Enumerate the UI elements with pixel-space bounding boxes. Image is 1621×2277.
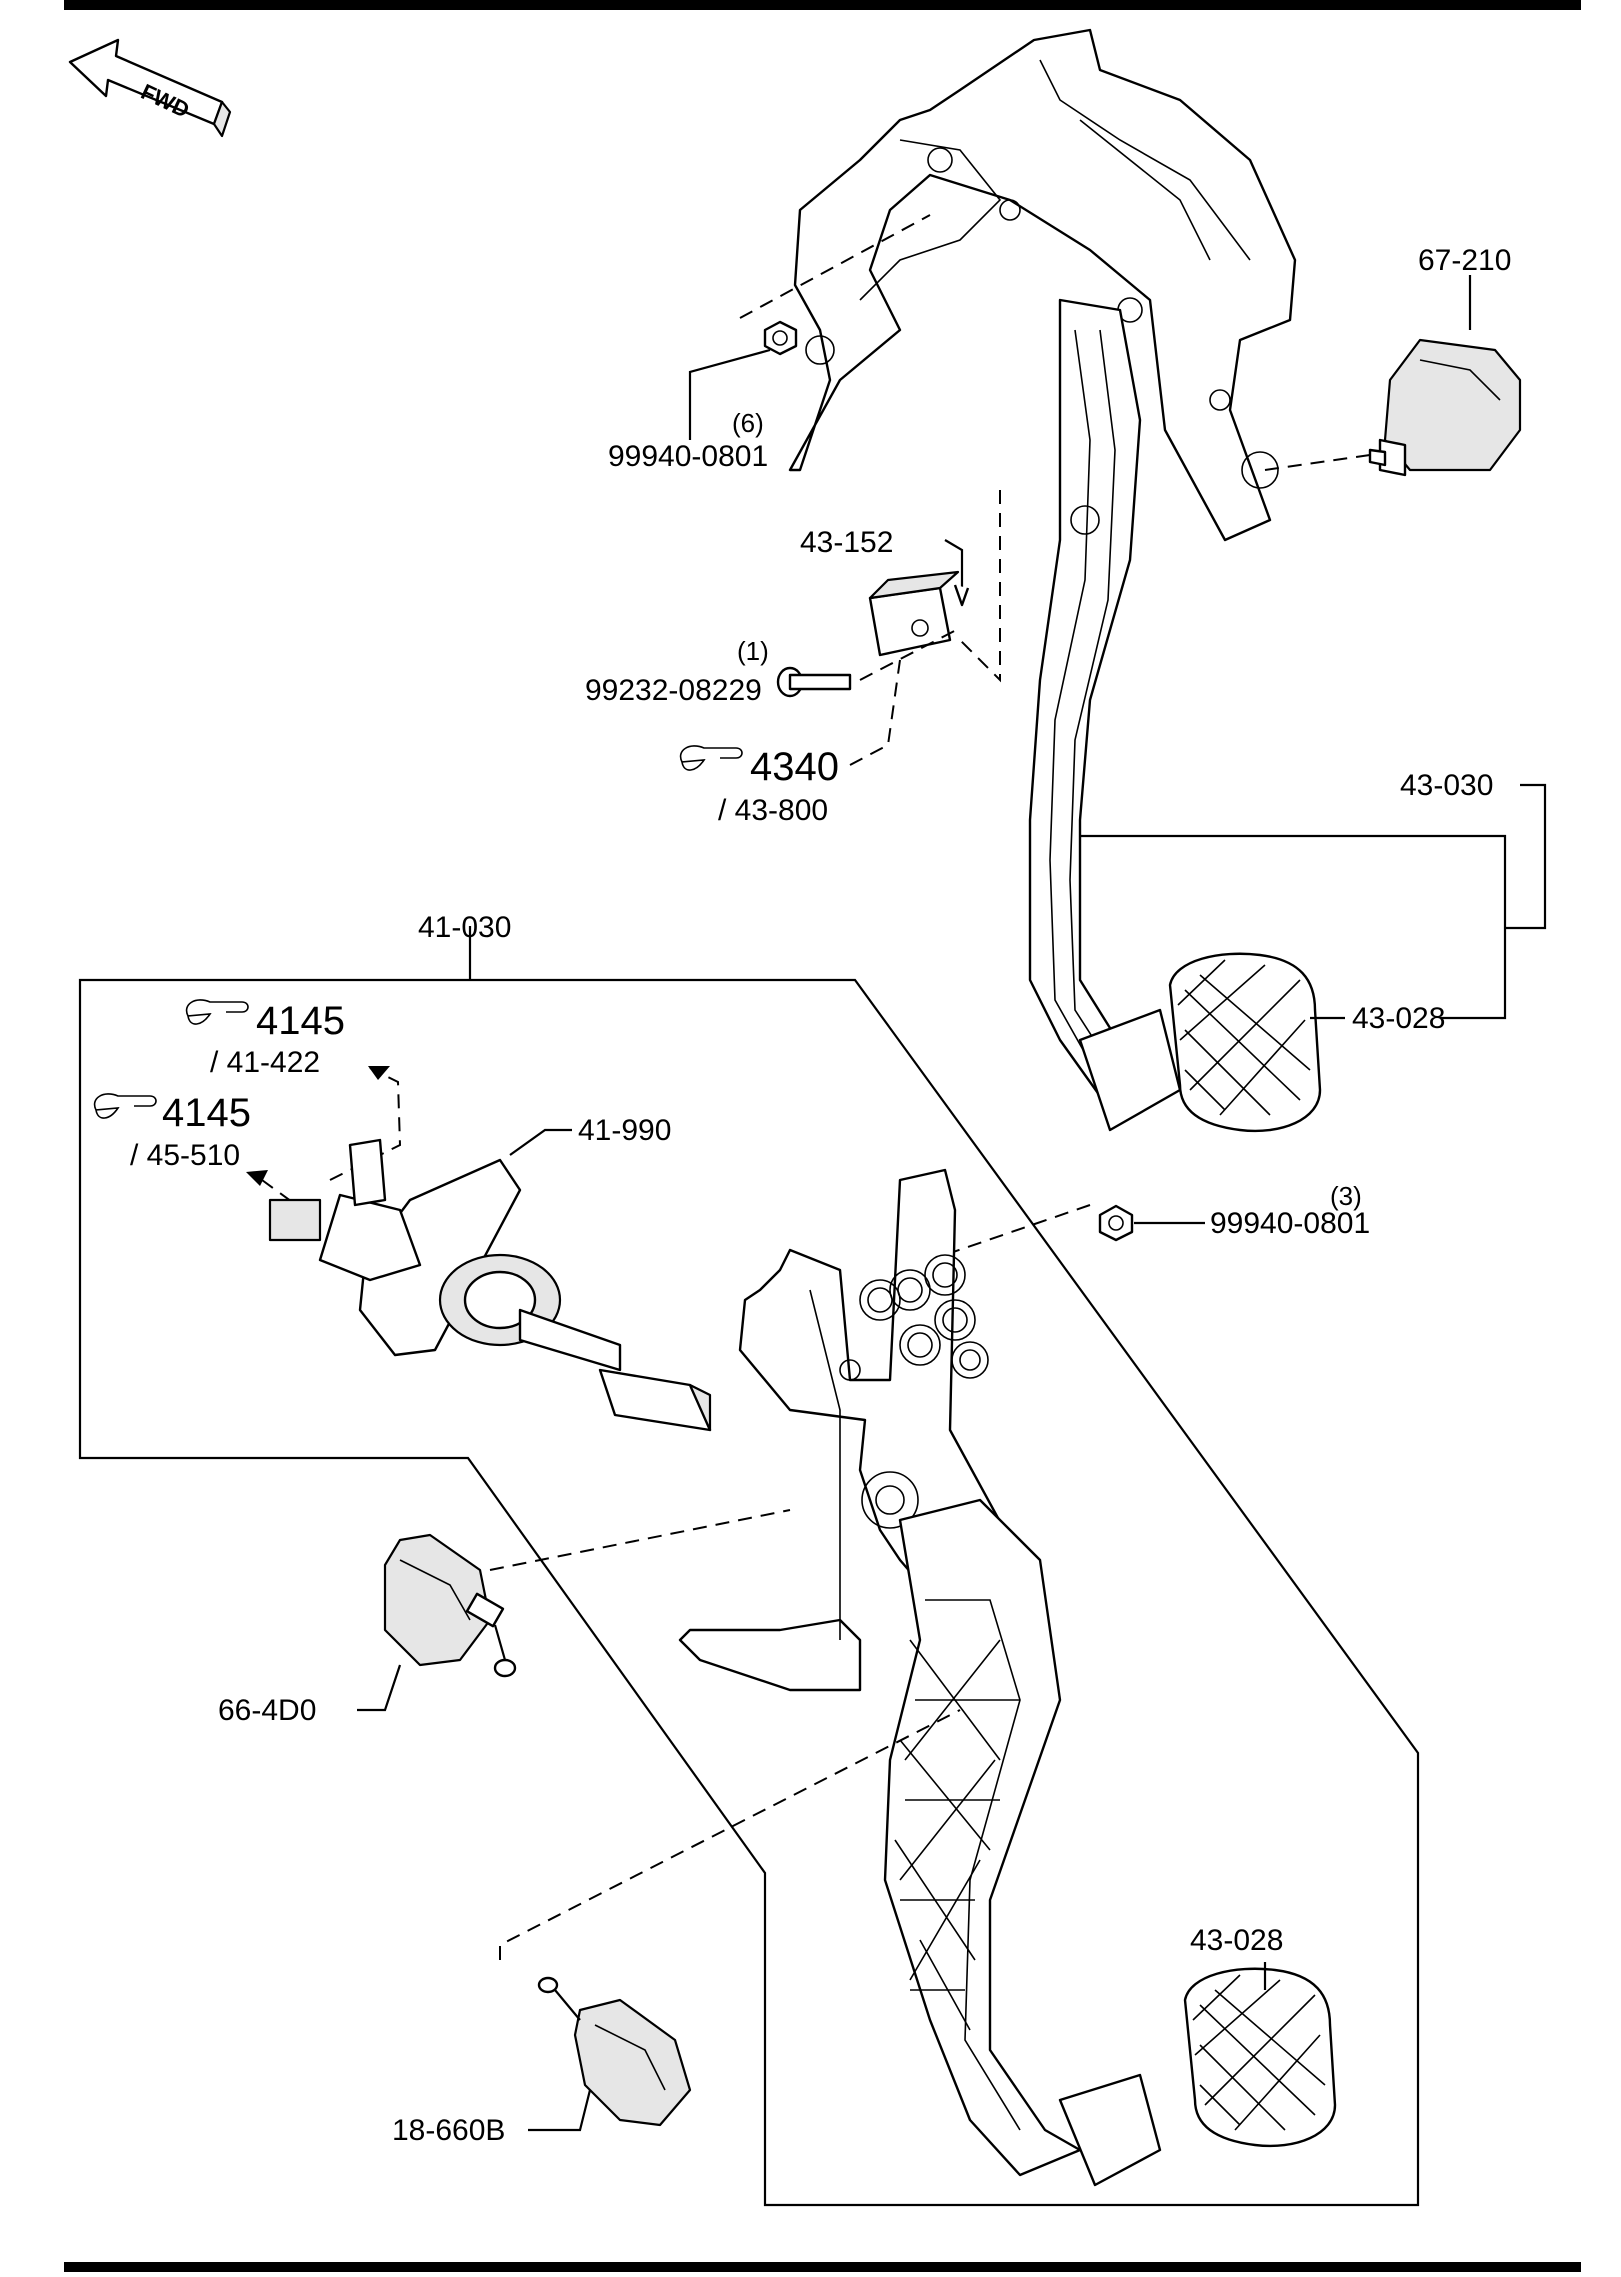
switch-18-660B: [537, 1976, 692, 2127]
bottom-border-rule: [64, 2262, 1581, 2272]
part-label-66-4D0: 66-4D0: [218, 1694, 316, 1727]
clutch-master-cylinder-41-990: [268, 1138, 712, 1432]
ref-label-43-800: / 43-800: [718, 794, 828, 827]
clutch-switch-66-4D0: [383, 1533, 517, 1678]
ref-label-45-510: / 45-510: [130, 1139, 240, 1172]
brake-pedal-arm: [1028, 298, 1182, 1132]
part-label-18-660B: 18-660B: [392, 2114, 505, 2147]
pointing-hand-icon: [679, 745, 743, 771]
nut-99940-0801-lower: [1098, 1204, 1134, 1242]
part-label-99940-0801-lower: 99940-0801: [1210, 1207, 1370, 1240]
return-springs: [859, 1254, 989, 1379]
part-label-41-030: 41-030: [418, 911, 511, 944]
part-label-43-028-lower: 43-028: [1190, 1924, 1283, 1957]
part-label-67-210: 67-210: [1418, 244, 1511, 277]
ref-label-4145-b: 4145: [162, 1091, 251, 1135]
clutch-pedal-arm: [883, 1498, 1162, 2187]
part-label-99232-08229: 99232-08229: [585, 674, 762, 707]
clevis-43-152: [868, 570, 960, 657]
qty-3-label: (3): [1330, 1181, 1362, 1211]
pin-99232-08229: [776, 666, 852, 698]
brake-pedal-bracket: [788, 28, 1297, 542]
top-border-rule: [64, 0, 1581, 10]
clutch-assembly-outline: [78, 926, 1420, 2207]
part-label-43-030: 43-030: [1400, 769, 1493, 802]
ref-label-4145-a: 4145: [256, 999, 345, 1043]
fwd-arrow-icon: FWD: [68, 38, 232, 138]
part-label-99940-0801-upper: 99940-0801: [608, 440, 768, 473]
switch-67-210: [1368, 338, 1522, 477]
pedal-pad-43-028-lower: [1183, 1967, 1337, 2148]
ref-label-41-422: / 41-422: [210, 1046, 320, 1079]
part-label-41-990: 41-990: [578, 1114, 671, 1147]
qty-1-label: (1): [737, 636, 769, 666]
pointing-hand-icon: [185, 999, 249, 1025]
ref-label-4340: 4340: [750, 745, 839, 789]
pointing-hand-icon: [93, 1093, 157, 1119]
part-label-43-152: 43-152: [800, 526, 893, 559]
part-label-43-028-upper: 43-028: [1352, 1002, 1445, 1035]
pedal-pad-43-028-upper: [1168, 952, 1322, 1133]
nut-99940-0801-upper: [763, 320, 798, 356]
qty-6-label: (6): [732, 408, 764, 438]
